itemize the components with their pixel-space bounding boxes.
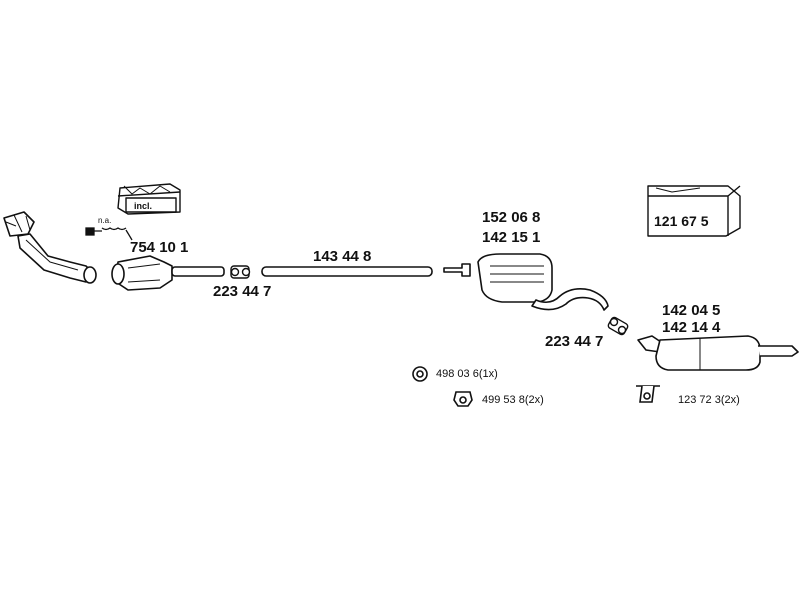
accessory-ring: 498 03 6(1x)	[436, 368, 498, 380]
accessory-bracket: 123 72 3(2x)	[678, 394, 740, 406]
catalytic-converter	[111, 255, 225, 291]
accessory-qty: (1x)	[478, 368, 498, 380]
front-pipe	[3, 211, 97, 284]
part-number-rear-silencer-a: 142 04 5	[662, 302, 721, 319]
rubber-ring-icon	[412, 366, 428, 382]
rear-silencer	[637, 335, 799, 371]
part-number-catalytic-converter: 754 10 1	[130, 239, 189, 256]
part-number-middle-silencer-a: 152 06 8	[482, 209, 541, 226]
clamp-rear-icon	[607, 316, 629, 336]
accessory-hanger: 499 53 8(2x)	[482, 394, 544, 406]
mounting-kit-box	[647, 185, 741, 237]
part-number-middle-pipe: 143 44 8	[313, 248, 372, 265]
accessory-number: 123 72 3	[678, 394, 721, 406]
rubber-hanger-icon	[453, 391, 473, 407]
kit-box-label: incl.	[134, 201, 153, 211]
middle-pipe	[261, 266, 433, 277]
bracket-icon	[636, 385, 660, 403]
part-number-middle-silencer-b: 142 15 1	[482, 229, 541, 246]
part-number-clamp-rear: 223 44 7	[545, 333, 604, 350]
lambda-sensor	[85, 227, 133, 241]
kit-box-icon	[117, 183, 181, 215]
clamp-front-icon	[230, 265, 251, 279]
accessory-qty: (2x)	[524, 394, 544, 406]
part-number-mounting-kit: 121 67 5	[654, 213, 709, 229]
accessory-number: 499 53 8	[482, 394, 525, 406]
part-number-rear-silencer-b: 142 14 4	[662, 319, 721, 336]
sensor-note: n.a.	[98, 216, 112, 225]
middle-silencer	[443, 253, 609, 311]
accessory-number: 498 03 6	[436, 368, 479, 380]
part-number-clamp-front: 223 44 7	[213, 283, 272, 300]
accessory-qty: (2x)	[720, 394, 740, 406]
